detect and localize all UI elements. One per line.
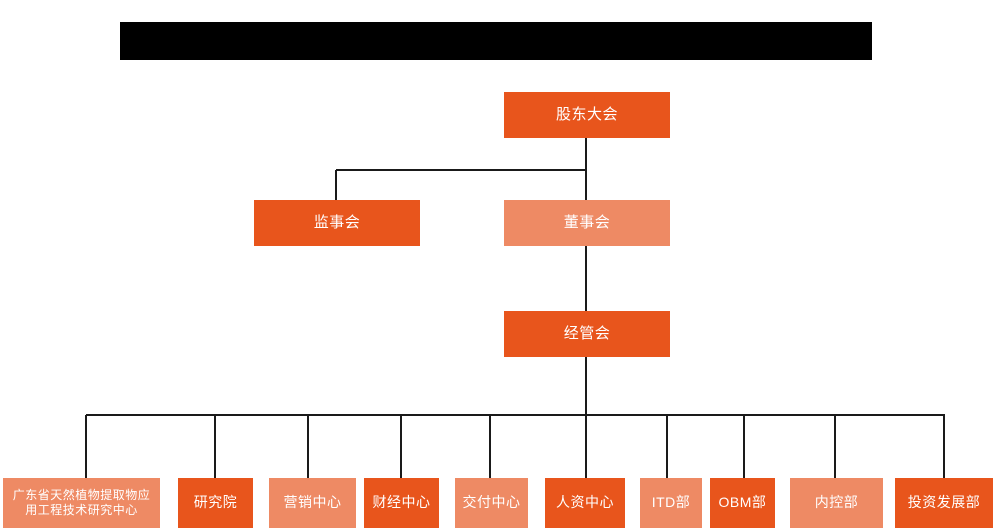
org-node-finance[interactable]: 财经中心 bbox=[364, 478, 439, 528]
connector-line bbox=[307, 415, 309, 479]
org-node-label: 内控部 bbox=[814, 494, 859, 511]
connector-line bbox=[585, 357, 587, 416]
org-node-label: 研究院 bbox=[193, 494, 238, 511]
org-node-marketing[interactable]: 营销中心 bbox=[269, 478, 356, 528]
org-node-hr[interactable]: 人资中心 bbox=[545, 478, 625, 528]
connector-line bbox=[86, 414, 945, 416]
connector-line bbox=[85, 415, 87, 479]
org-node-supervisors[interactable]: 监事会 bbox=[254, 200, 420, 246]
org-node-label: 财经中心 bbox=[372, 494, 431, 511]
org-node-label: 人资中心 bbox=[556, 494, 614, 511]
connector-line bbox=[585, 415, 587, 479]
connector-line bbox=[666, 415, 668, 479]
title-bar-redacted bbox=[120, 22, 872, 60]
org-node-label: 广东省天然植物提取物应 用工程技术研究中心 bbox=[12, 488, 151, 517]
org-node-label: 投资发展部 bbox=[907, 494, 981, 511]
connector-line bbox=[943, 415, 945, 479]
connector-line bbox=[400, 415, 402, 479]
org-node-label: 交付中心 bbox=[462, 494, 521, 511]
connector-line bbox=[489, 415, 491, 479]
org-node-directors[interactable]: 董事会 bbox=[504, 200, 670, 246]
org-node-label: 经管会 bbox=[563, 324, 611, 342]
org-node-institute[interactable]: 研究院 bbox=[178, 478, 253, 528]
org-node-label: 营销中心 bbox=[283, 494, 342, 511]
connector-line bbox=[834, 415, 836, 479]
org-node-investment[interactable]: 投资发展部 bbox=[895, 478, 993, 528]
org-node-management[interactable]: 经管会 bbox=[504, 311, 670, 357]
org-node-delivery[interactable]: 交付中心 bbox=[455, 478, 528, 528]
org-node-obm[interactable]: OBM部 bbox=[710, 478, 775, 528]
org-node-internal-ctrl[interactable]: 内控部 bbox=[790, 478, 883, 528]
org-node-itd[interactable]: ITD部 bbox=[640, 478, 702, 528]
org-node-research-ctr[interactable]: 广东省天然植物提取物应 用工程技术研究中心 bbox=[3, 478, 160, 528]
org-node-label: 监事会 bbox=[313, 213, 361, 231]
org-node-label: OBM部 bbox=[718, 494, 767, 511]
org-node-shareholders[interactable]: 股东大会 bbox=[504, 92, 670, 138]
connector-line bbox=[743, 415, 745, 479]
connector-line bbox=[585, 246, 587, 312]
org-node-label: ITD部 bbox=[651, 494, 691, 511]
org-node-label: 董事会 bbox=[563, 213, 611, 231]
org-node-label: 股东大会 bbox=[555, 105, 618, 123]
connector-line bbox=[336, 169, 587, 171]
connector-line bbox=[335, 170, 337, 201]
connector-line bbox=[214, 415, 216, 479]
